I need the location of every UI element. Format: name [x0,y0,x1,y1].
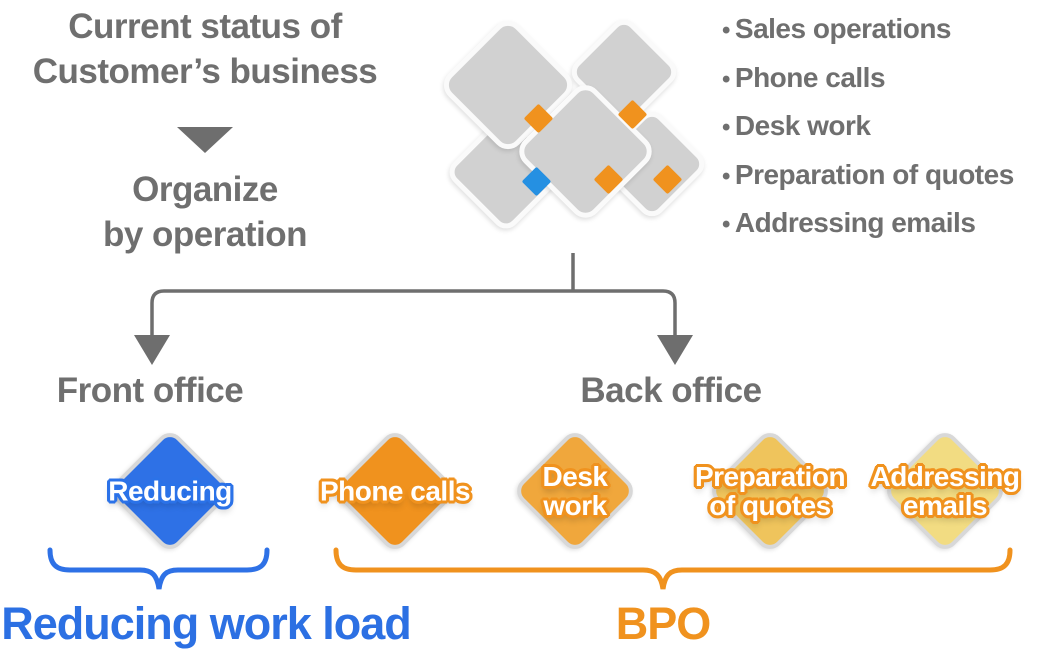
bullet-item: • Phone calls [722,55,1014,104]
step-line-2: by operation [102,215,308,254]
label-line: work [543,490,607,521]
preparation-of-quotes-diamond-label: Preparation of quotes [694,461,846,521]
bullet-label: Sales operations [734,13,952,44]
bullet-label: Preparation of quotes [734,158,1014,190]
label-line: emails [902,490,988,521]
title-line-2: Customer’s business [32,52,378,91]
arrow-down-left-icon [134,335,170,365]
label-line: of quotes [709,490,831,521]
bullet-item: • Sales operations [722,6,1014,55]
back-office-heading: Back office [580,371,762,410]
front-office-heading: Front office [56,371,244,410]
addressing-emails-diamond-label: Addressing emails [870,461,1020,521]
bullet-marker: • [722,65,730,93]
bullet-marker: • [722,211,730,238]
label-line: Preparation [694,461,846,492]
label-line: Desk [542,461,608,492]
flow-connector-line [150,253,677,338]
bullet-marker: • [722,114,730,141]
bullet-item: • Desk work [722,103,1014,152]
arrow-down-right-icon [657,335,693,365]
bullet-marker: • [722,17,730,44]
bullet-label: Desk work [734,110,871,141]
bullet-label: Phone calls [734,61,886,93]
front-group-brace [47,547,270,590]
bullet-label: Addressing emails [734,207,976,238]
bpo-label: BPO [615,598,712,649]
step-line-1: Organize [132,170,278,209]
reducing-work-load-label: Reducing work load [1,598,412,649]
down-triangle-icon [177,127,233,153]
reducing-diamond-label: Reducing [108,475,232,507]
step-label: Organize by operation [102,167,308,257]
page-title: Current status of Customer’s business [33,4,378,94]
back-group-brace [333,547,1013,590]
title-line-1: Current status of [68,7,342,46]
bullet-item: • Preparation of quotes [722,152,1014,201]
bullet-marker: • [722,162,730,190]
desk-work-diamond-label: Desk work [543,462,608,520]
phone-calls-diamond-label: Phone calls [319,475,471,507]
operations-bullet-list: • Sales operations • Phone calls • Desk … [722,6,1014,249]
bullet-item: • Addressing emails [722,200,1014,249]
label-line: Addressing [870,461,1020,492]
